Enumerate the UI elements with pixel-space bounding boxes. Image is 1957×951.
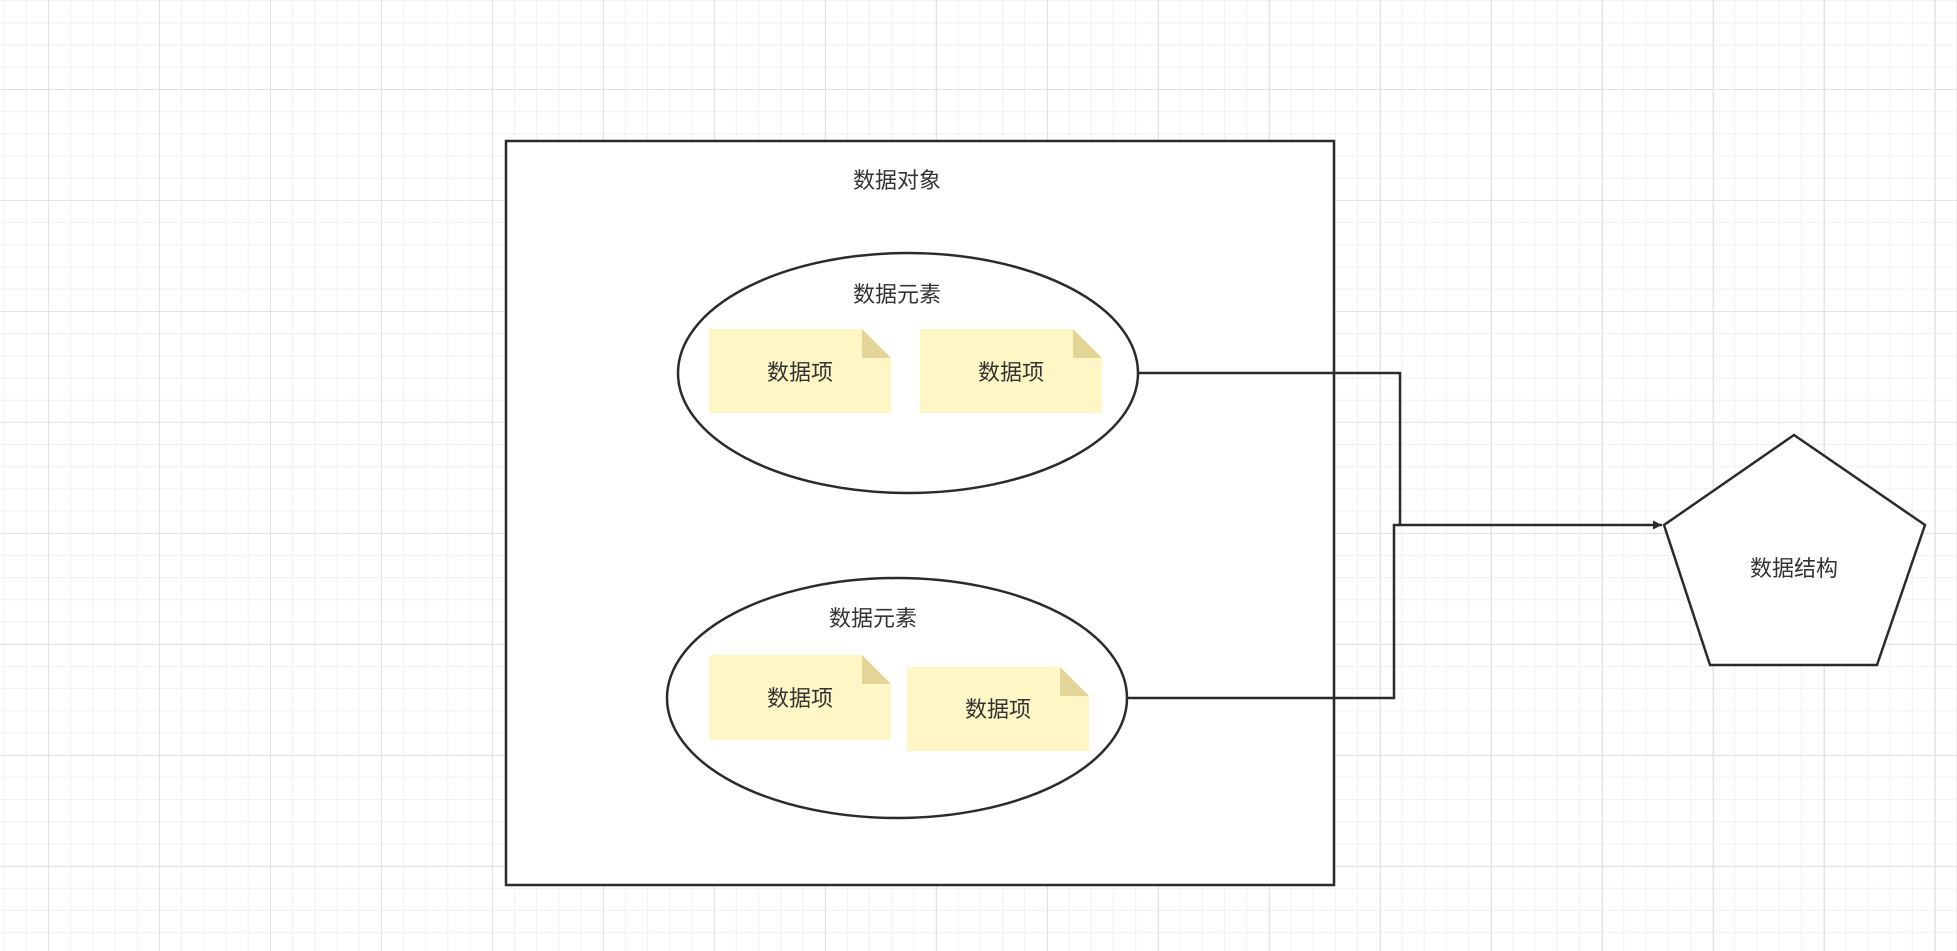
data-item-note[interactable]: 数据项 — [920, 329, 1102, 413]
data-element-top[interactable]: 数据元素 数据项 数据项 — [676, 251, 1140, 495]
data-item-note[interactable]: 数据项 — [709, 329, 891, 413]
data-item-note[interactable]: 数据项 — [907, 667, 1089, 751]
data-structure-node[interactable]: 数据结构 — [1662, 433, 1927, 667]
note-fold — [862, 329, 891, 358]
connector-bottom-to-target[interactable] — [1127, 520, 1662, 700]
data-structure-pentagon[interactable] — [1662, 433, 1927, 667]
data-item-label: 数据项 — [767, 361, 833, 386]
connector-top-to-target[interactable] — [1138, 371, 1402, 525]
note-body — [920, 329, 1102, 413]
data-element-title: 数据元素 — [853, 283, 941, 308]
data-item-note[interactable]: 数据项 — [709, 655, 891, 740]
data-item-label: 数据项 — [978, 361, 1044, 386]
data-element-bottom[interactable]: 数据元素 数据项 数据项 — [665, 576, 1129, 820]
note-body — [907, 667, 1089, 751]
note-body — [709, 329, 891, 413]
note-fold — [862, 655, 891, 684]
data-item-label: 数据项 — [965, 698, 1031, 723]
data-object-title: 数据对象 — [853, 169, 941, 194]
data-element-title: 数据元素 — [829, 607, 917, 632]
data-item-label: 数据项 — [767, 687, 833, 712]
data-structure-label: 数据结构 — [1750, 557, 1838, 582]
note-body — [709, 655, 891, 740]
note-fold — [1073, 329, 1102, 358]
note-fold — [1060, 667, 1089, 696]
